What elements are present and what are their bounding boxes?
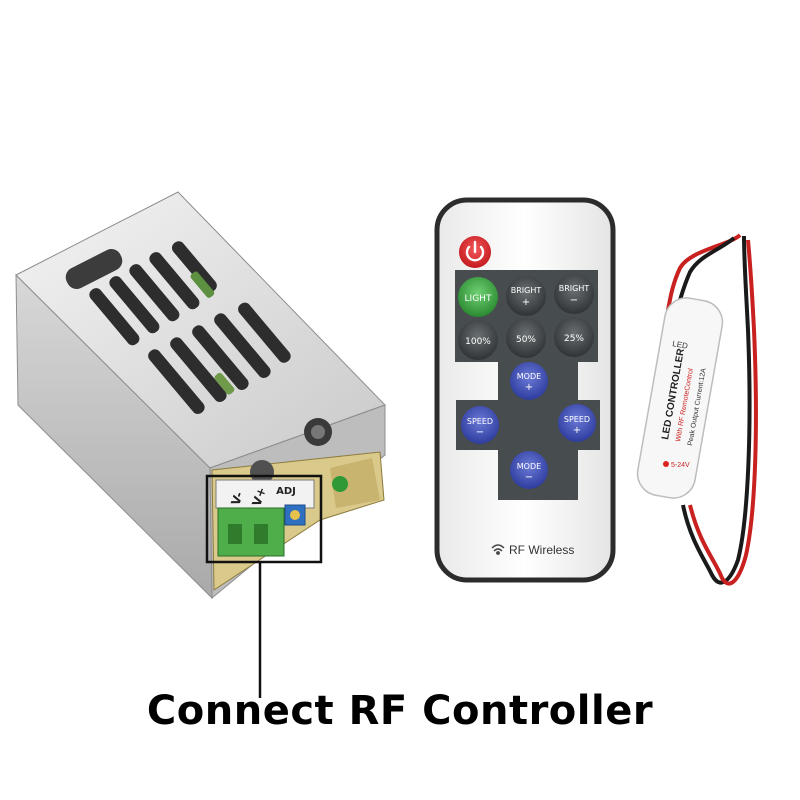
light-button-label: LIGHT (465, 294, 492, 304)
psu-terminal-block (215, 479, 315, 557)
speed-up-label: SPEED (564, 415, 590, 424)
level-100-button[interactable] (458, 320, 498, 360)
wireless-icon (491, 544, 505, 555)
controller-body (636, 297, 724, 499)
level-50-button[interactable] (506, 318, 546, 358)
mode-down-sign: − (525, 472, 533, 483)
rf-remote: LIGHT BRIGHT + BRIGHT − 100% 50% 25% MOD… (434, 197, 616, 583)
speed-up-sign: + (573, 425, 581, 436)
inline-rf-controller: LED LED CONTROLLER With RF RemoteControl… (636, 233, 758, 586)
terminal-label-adj: ADJ (276, 486, 296, 497)
level-100-label: 100% (465, 337, 491, 347)
remote-brand-text: RF Wireless (509, 543, 574, 557)
light-button[interactable] (458, 277, 498, 317)
wire-black-bottom (681, 235, 752, 585)
terminal-label-v-minus: V- (228, 490, 246, 507)
level-25-button[interactable] (554, 317, 594, 357)
level-25-label: 25% (564, 334, 584, 344)
bright-down-button[interactable] (554, 274, 594, 314)
controller-voltage: 5-24V (671, 462, 690, 469)
speed-up-button[interactable] (558, 404, 596, 442)
bright-up-button[interactable] (506, 276, 546, 316)
bright-up-label: BRIGHT (511, 286, 542, 295)
caption-text: Connect RF Controller (146, 688, 654, 734)
terminal-label-v-plus: V+ (249, 485, 269, 508)
mode-up-label: MODE (517, 372, 541, 381)
speed-down-label: SPEED (467, 417, 493, 426)
speed-down-button[interactable] (461, 406, 499, 444)
wire-red-bottom (688, 239, 758, 586)
psu-mount-slot (65, 249, 123, 289)
mode-down-button[interactable] (510, 451, 548, 489)
controller-led-text: LED (672, 339, 689, 351)
mode-down-label: MODE (517, 462, 541, 471)
bright-down-label: BRIGHT (559, 284, 590, 293)
terminal-callout-box (205, 474, 323, 564)
power-supply: V- V+ ADJ (15, 191, 386, 698)
mode-up-button[interactable] (510, 362, 548, 400)
bright-down-sign: − (570, 295, 578, 306)
psu-vent-slots (89, 241, 291, 415)
power-icon (465, 240, 485, 262)
bright-up-sign: + (522, 297, 530, 308)
mode-up-sign: + (525, 382, 533, 393)
speed-down-sign: − (476, 427, 484, 438)
controller-voltage-dot (663, 461, 669, 467)
level-50-label: 50% (516, 335, 536, 345)
